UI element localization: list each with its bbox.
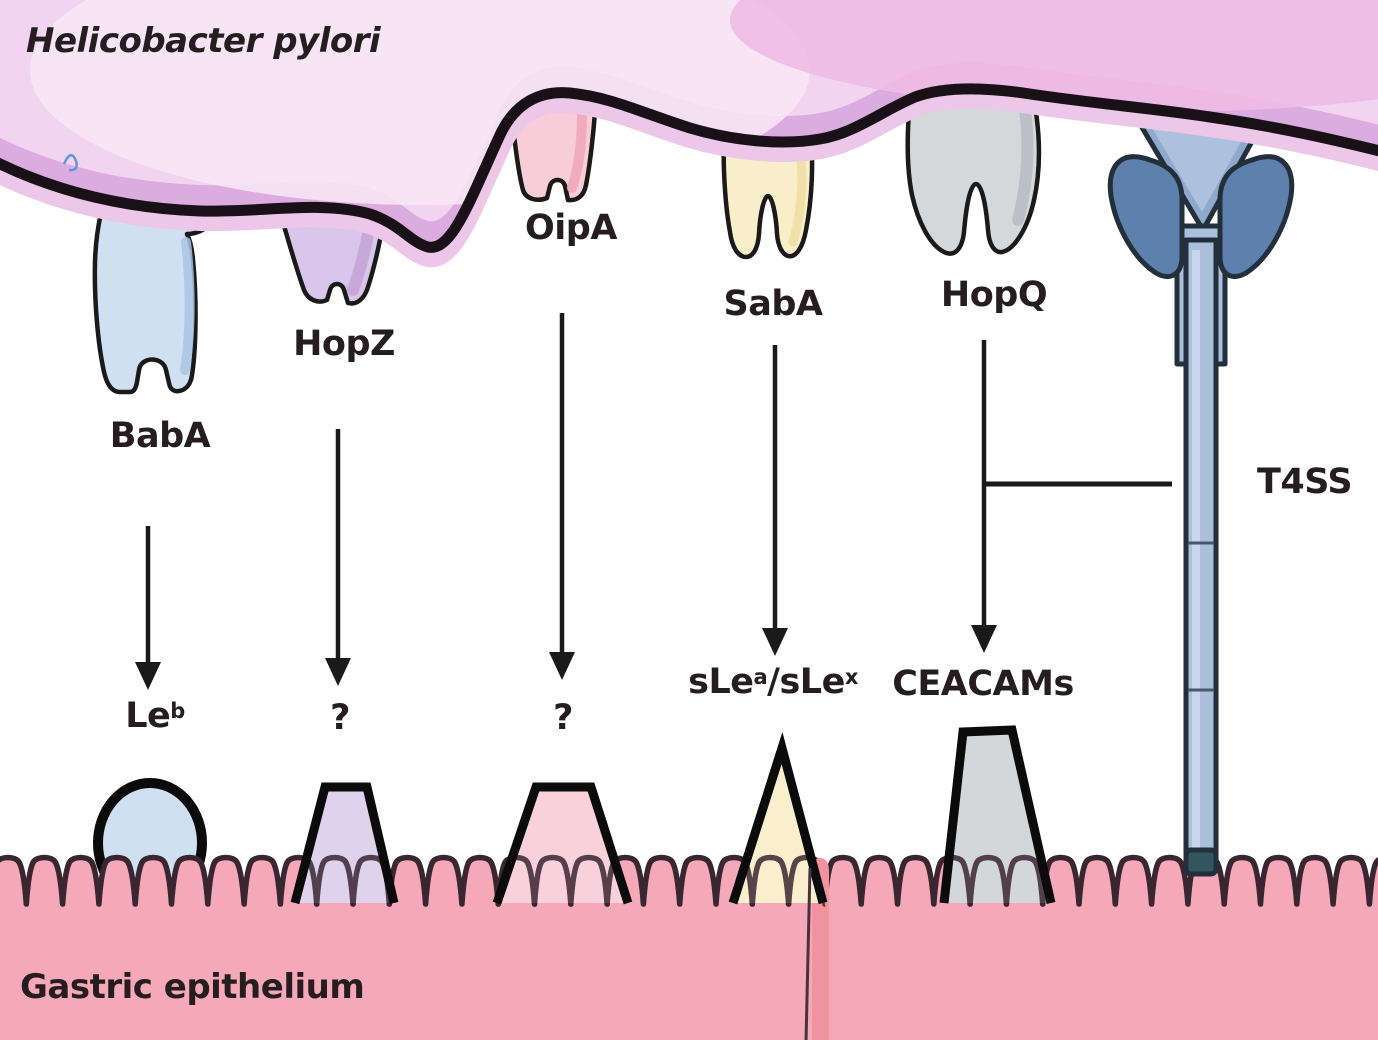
organism-label: Helicobacter pylori — [26, 21, 381, 61]
t4ss-apparatus — [1107, 101, 1295, 877]
tissue-label: Gastric epithelium — [20, 967, 365, 1007]
hopq-adhesin-shape — [905, 81, 1042, 256]
sle-receptor-shape — [728, 731, 828, 1040]
epithelium-body — [0, 857, 1378, 1040]
arrow-hopz-to-unknown — [325, 429, 351, 686]
ink-mark — [62, 154, 78, 172]
receptor-label-hopz-unknown: ? — [330, 698, 350, 738]
arrow-baba-to-leb — [135, 526, 161, 690]
arrow-oipa-to-unknown — [549, 313, 575, 680]
epithelium-stripe — [812, 858, 829, 1040]
baba-shading — [180, 237, 195, 375]
t4ss-needle — [1183, 237, 1219, 871]
sle-sup1: a — [753, 665, 768, 689]
leb-base: Le — [125, 696, 171, 736]
oipa-shading — [567, 109, 587, 193]
sle-part1: sLe — [688, 662, 754, 702]
t4ss-right-wing — [1217, 154, 1295, 279]
t4ss-funnel-highlight — [1146, 118, 1252, 212]
oipa-receptor-shape — [492, 782, 633, 904]
receptor-label-sle: sLea/sLex — [688, 664, 858, 701]
arrow-saba-to-sle — [762, 345, 788, 656]
t4ss-label: T4SS — [1257, 462, 1353, 502]
leb-sup: b — [170, 699, 185, 723]
cytoplasm-top-patch — [730, 0, 1378, 112]
sle-sup2: x — [844, 665, 859, 689]
hopz-receptor-shape — [290, 782, 399, 904]
t4ss-needle-tip — [1183, 847, 1219, 877]
receptor-label-leb: Leb — [125, 698, 185, 735]
sle-part2: /sLe — [767, 662, 845, 702]
adhesin-label-oipa: OipA — [525, 208, 617, 248]
adhesin-label-saba: SabA — [723, 284, 823, 324]
ceacam-receptor-shape — [939, 725, 1056, 904]
epithelium-crack-line — [804, 867, 812, 1040]
adhesin-label-baba: BabA — [109, 416, 211, 456]
t4ss-left-wing — [1107, 154, 1185, 279]
receptor-label-ceacams: CEACAMs — [892, 664, 1074, 704]
adhesin-label-hopz: HopZ — [293, 324, 395, 364]
hopq-shading — [1012, 96, 1034, 226]
adhesin-label-hopq: HopQ — [940, 275, 1048, 315]
receptor-label-oipa-unknown: ? — [553, 698, 573, 738]
